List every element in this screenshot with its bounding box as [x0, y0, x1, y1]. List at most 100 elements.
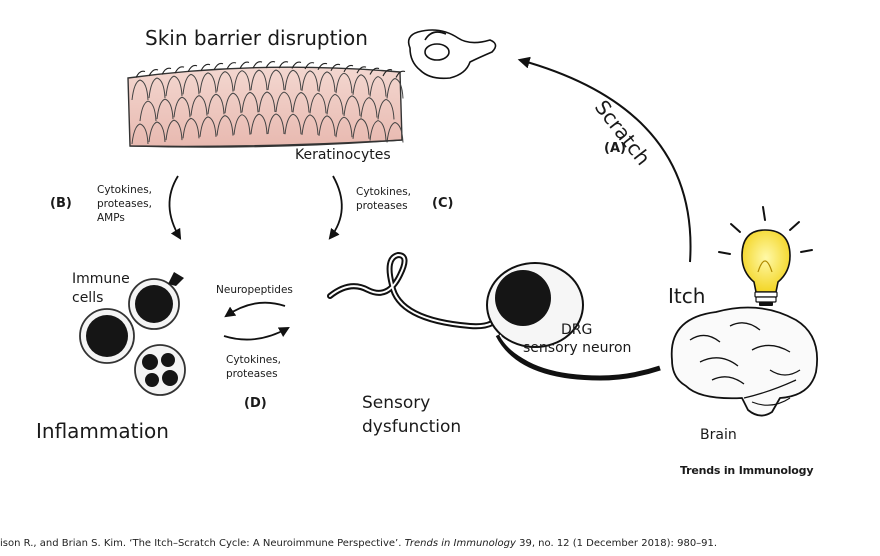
- itch-scratch-diagram: [79, 29, 818, 417]
- keratinocyte-cell: [131, 123, 149, 145]
- immune-cells-line-1: Immune: [72, 271, 130, 287]
- keratinocyte-cell: [386, 77, 404, 99]
- citation-before: ison R., and Brian S. Kim. ‘The Itch–Scr…: [0, 538, 405, 549]
- c-mediators: Cytokines, proteases: [356, 185, 411, 213]
- skin-hair: [343, 64, 354, 73]
- keratinocyte-cell: [182, 117, 200, 139]
- skin-hair: [187, 64, 198, 73]
- sensory-dysfunction-line-2: dysfunction: [362, 416, 462, 437]
- keratinocyte-cell: [165, 119, 183, 141]
- keratinocyte-cell: [173, 96, 191, 118]
- skin-hair: [226, 62, 237, 70]
- skin-hair: [395, 70, 406, 78]
- label-d: (D): [244, 396, 267, 411]
- keratinocyte-cell: [352, 118, 370, 139]
- keratinocyte-cell: [275, 91, 293, 113]
- keratinocyte-cell: [326, 93, 344, 115]
- neuropeptides-label: Neuropeptides: [216, 284, 293, 296]
- keratinocyte-cell: [207, 93, 225, 115]
- keratinocyte-cell: [165, 75, 183, 97]
- keratinocyte-cell: [318, 71, 336, 92]
- keratinocyte-cell: [233, 114, 251, 135]
- citation-line: ison R., and Brian S. Kim. ‘The Itch–Scr…: [0, 538, 880, 549]
- immune-cells-line-2: cells: [72, 289, 104, 306]
- keratinocyte-cell: [182, 73, 200, 95]
- b-mediators: Cytokines, proteases, AMPs: [97, 183, 152, 226]
- skin-hair: [135, 70, 146, 78]
- keratinocyte-cell: [131, 79, 149, 101]
- scratching-hand-icon: [407, 29, 497, 80]
- keratinocyte-cell: [216, 71, 234, 92]
- label-a: (A): [604, 141, 626, 156]
- skin-hair: [161, 67, 172, 75]
- keratinocyte-layer: [127, 61, 406, 148]
- keratinocyte-cell: [386, 121, 404, 143]
- keratinocyte-cell: [335, 116, 353, 138]
- skin-hair: [213, 62, 224, 71]
- skin-hair: [369, 67, 380, 75]
- arrow-c: [328, 175, 343, 240]
- b-mediator-2: proteases,: [97, 198, 152, 211]
- keratinocyte-cell: [139, 100, 157, 122]
- c-mediator-2: proteases: [356, 200, 408, 213]
- keratinocyte-cell: [224, 92, 242, 114]
- brain-icon: [670, 306, 818, 417]
- c-mediator-1: Cytokines,: [356, 186, 412, 198]
- drg-line-2: sensory neuron: [523, 340, 632, 357]
- skin-hair: [239, 61, 250, 69]
- keratinocyte-cell: [284, 69, 302, 91]
- lightbulb-icon: [718, 206, 813, 306]
- keratinocyte-cell: [301, 70, 319, 91]
- journal-logo: Trends in Immunology: [680, 464, 814, 477]
- skin-hair: [252, 61, 263, 69]
- sensory-dysfunction-label: Sensory dysfunction: [362, 392, 461, 440]
- keratinocyte-cell: [377, 98, 395, 120]
- b-mediator-3: AMPs: [97, 212, 125, 225]
- skin-hair: [265, 61, 276, 69]
- drg-label: DRG sensory neuron: [523, 321, 631, 357]
- label-c: (C): [432, 196, 454, 211]
- keratinocyte-cell: [267, 69, 285, 91]
- citation-journal: Trends in Immunology: [404, 538, 516, 549]
- skin-hair: [174, 66, 185, 74]
- keratinocyte-cell: [258, 91, 276, 113]
- keratinocyte-cell: [369, 120, 387, 141]
- skin-barrier-title: Skin barrier disruption: [145, 26, 368, 50]
- keratinocyte-cell: [199, 116, 217, 137]
- keratinocyte-cell: [148, 77, 166, 99]
- skin-hair: [382, 69, 393, 77]
- keratinocyte-cell: [250, 113, 268, 135]
- arrow-cytokines: [223, 326, 290, 341]
- keratinocytes-label: Keratinocytes: [295, 147, 391, 163]
- scratch-arrow: [517, 56, 692, 263]
- keratinocyte-cell: [241, 91, 259, 113]
- keratinocyte-cell: [250, 69, 268, 91]
- label-b: (B): [50, 196, 72, 211]
- arrow-neuropeptides: [224, 301, 286, 318]
- keratinocyte-cell: [352, 74, 370, 95]
- d-mediator-2: proteases: [226, 368, 278, 381]
- keratinocyte-cell: [335, 72, 353, 94]
- immune-cells-icon: [79, 272, 186, 396]
- skin-hair: [278, 61, 289, 69]
- keratinocyte-cell: [318, 115, 336, 136]
- keratinocyte-cell: [360, 97, 378, 118]
- skin-hair: [317, 62, 328, 71]
- drg-line-1: DRG: [561, 322, 593, 338]
- skin-hair: [356, 66, 367, 74]
- b-mediator-1: Cytokines,: [97, 184, 153, 196]
- keratinocyte-cell: [369, 76, 387, 97]
- keratinocyte-cell: [309, 92, 327, 114]
- keratinocyte-cell: [343, 95, 361, 116]
- keratinocyte-cell: [148, 121, 166, 143]
- drg-neuron-icon: [327, 251, 661, 381]
- keratinocyte-cell: [301, 114, 319, 135]
- keratinocyte-cell: [267, 113, 285, 135]
- skin-hair: [304, 62, 315, 70]
- d-mediators: Cytokines, proteases: [226, 353, 281, 381]
- sensory-dysfunction-line-1: Sensory: [362, 393, 431, 413]
- skin-hair: [200, 63, 211, 72]
- keratinocyte-cell: [199, 72, 217, 93]
- d-mediator-1: Cytokines,: [226, 354, 282, 366]
